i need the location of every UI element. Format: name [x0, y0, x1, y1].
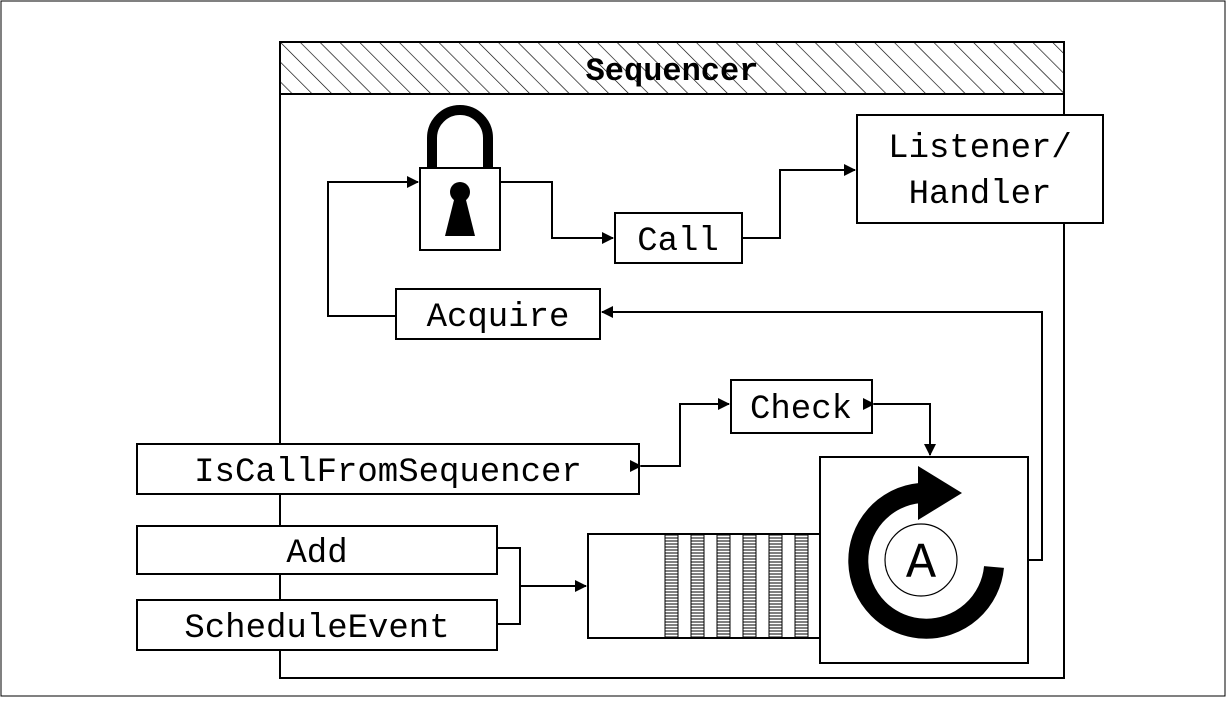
connectors	[327, 164, 1043, 625]
check-box: Check	[730, 379, 873, 434]
connector-loop-acquire	[601, 306, 1043, 561]
add-box: Add	[136, 525, 498, 575]
connector-call-listener	[742, 164, 856, 239]
call-label: Call	[637, 223, 719, 261]
connector-lock-call	[500, 181, 614, 244]
queue-slot	[664, 534, 679, 638]
add-label: Add	[286, 535, 347, 573]
connector-acquire-lock	[327, 176, 419, 317]
event-loop-box: A	[819, 456, 1029, 664]
event-loop-icon	[848, 483, 1004, 639]
queue-slot	[742, 534, 757, 638]
event-queue-icon	[587, 533, 823, 639]
connector-check-loop	[863, 398, 936, 456]
queue-slots	[664, 534, 809, 638]
arrow-icon	[918, 466, 962, 520]
lock-icon	[419, 105, 501, 251]
listener-handler-label-1: Listener/	[888, 130, 1072, 168]
queue-slot	[768, 534, 783, 638]
listener-handler-label-2: Handler	[909, 176, 1052, 214]
schedule-event-label: ScheduleEvent	[184, 610, 449, 648]
sequencer-title: Sequencer	[586, 53, 759, 90]
queue-slot	[690, 534, 705, 638]
schedule-event-box: ScheduleEvent	[136, 599, 498, 651]
listener-handler-box: Listener/ Handler	[856, 114, 1104, 224]
sequencer-title-bar	[279, 41, 1065, 95]
loop-symbol: A	[906, 536, 936, 593]
call-box: Call	[614, 212, 743, 264]
check-label: Check	[750, 391, 852, 429]
loop-symbol-circle	[884, 523, 958, 597]
acquire-box: Acquire	[395, 288, 601, 340]
queue-slot	[794, 534, 809, 638]
acquire-label: Acquire	[427, 299, 570, 337]
connector-iscall-check	[630, 398, 730, 472]
queue-slot	[716, 534, 731, 638]
is-call-from-sequencer-label: IsCallFromSequencer	[194, 454, 582, 492]
is-call-from-sequencer-box: IsCallFromSequencer	[136, 443, 640, 495]
